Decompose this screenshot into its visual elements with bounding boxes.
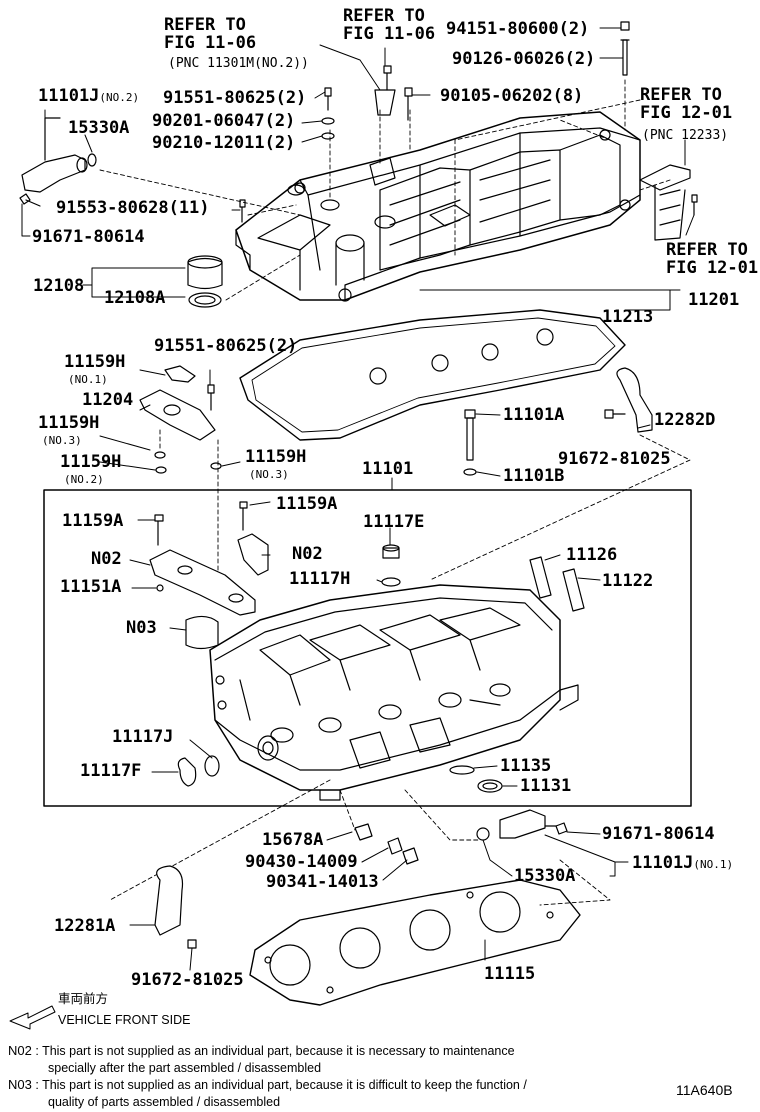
label-90126-06026: 90126-06026(2) [452, 49, 596, 69]
vehicle-front-label-en: VEHICLE FRONT SIDE [58, 1013, 191, 1027]
label-11204: 11204 [82, 390, 134, 410]
bolt-91672-top-drawing [604, 409, 626, 419]
label-pnc-11301m: (PNC 11301M(NO.2)) [168, 56, 309, 71]
label-11117f: 11117F [80, 761, 142, 781]
figure-id: 11A640B [676, 1082, 733, 1098]
bottom-parts-drawing [154, 809, 568, 949]
label-11101a: 11101A [503, 405, 565, 425]
label-11101j-no1: 11101J(NO.1) [632, 853, 734, 873]
label-90201-06047: 90201-06047(2) [152, 111, 296, 131]
label-n02-left: N02 [91, 549, 122, 569]
label-11122: 11122 [602, 571, 654, 591]
cylinder-head-gasket-drawing [249, 879, 581, 1006]
label-11135: 11135 [500, 756, 552, 776]
label-n03: N03 [126, 618, 157, 638]
label-11117e: 11117E [363, 512, 425, 532]
valve-parts-drawing [177, 544, 585, 793]
label-11201: 11201 [688, 290, 740, 310]
label-11151a: 11151A [60, 577, 122, 597]
label-15330a-bottom: 15330A [514, 866, 576, 886]
label-11101b: 11101B [503, 466, 565, 486]
cylinder-head-cover-drawing [235, 111, 641, 302]
n02-bearing-caps-drawing [149, 501, 269, 650]
bearing-cap-11204-drawing [139, 365, 222, 474]
bottom-leader-dashes [109, 779, 611, 906]
label-90210-12011: 90210-12011(2) [152, 133, 296, 153]
vehicle-front-arrow-icon [9, 1005, 56, 1030]
bracket-12282d-drawing [616, 367, 653, 433]
label-12282d: 12282D [654, 410, 716, 430]
note-n03: N03 : This part is not supplied as an in… [8, 1077, 527, 1109]
label-11101j-no2: 11101J(NO.2) [38, 86, 140, 106]
cylinder-head-drawing [209, 584, 579, 801]
label-12108a: 12108A [104, 288, 166, 308]
vehicle-front-label-jp: 車両前方 [58, 992, 109, 1006]
label-11213: 11213 [602, 307, 654, 327]
label-91551-80625-top: 91551-80625(2) [163, 88, 307, 108]
head-cover-gasket-drawing [239, 309, 626, 441]
label-12108: 12108 [33, 276, 85, 296]
label-11101: 11101 [362, 459, 414, 479]
label-91671-80614-top: 91671-80614 [32, 227, 145, 247]
cylinder-head-assembly-frame [43, 489, 692, 807]
label-pnc-12233: (PNC 12233) [642, 128, 729, 143]
label-91671-80614-bottom: 91671-80614 [602, 824, 715, 844]
note-n02: N02 : This part is not supplied as an in… [8, 1043, 515, 1075]
label-90105-06202: 90105-06202(8) [440, 86, 584, 106]
label-11117j: 11117J [112, 727, 174, 747]
label-11159h-no1: 11159H(NO.1) [64, 352, 126, 386]
label-11159a-right: 11159A [276, 494, 338, 514]
label-91553-80628: 91553-80628(11) [56, 198, 210, 218]
head-bolt-drawing [463, 409, 477, 476]
label-15330a-top: 15330A [68, 118, 130, 138]
label-90341-14013: 90341-14013 [266, 872, 379, 892]
label-11159a-left: 11159A [62, 511, 124, 531]
label-11115: 11115 [484, 964, 536, 984]
top-small-parts [19, 21, 698, 308]
label-12281a: 12281A [54, 916, 116, 936]
label-11117h: 11117H [289, 569, 351, 589]
label-11159h-no3-right: 11159H(NO.3) [245, 447, 307, 481]
label-91672-81025-top: 91672-81025 [558, 449, 671, 469]
label-94151-80600: 94151-80600(2) [446, 19, 590, 39]
label-91551-80625-mid: 91551-80625(2) [154, 336, 298, 356]
label-11159h-no3-left: 11159H(NO.3) [38, 413, 100, 447]
label-90430-14009: 90430-14009 [245, 852, 358, 872]
label-11159h-no2: 11159H(NO.2) [60, 452, 122, 486]
label-leader-lines [21, 27, 695, 971]
label-15678a: 15678A [262, 830, 324, 850]
label-11131: 11131 [520, 776, 572, 796]
label-11126: 11126 [566, 545, 618, 565]
label-91672-81025-bottom: 91672-81025 [131, 970, 244, 990]
label-n02-right: N02 [292, 544, 323, 564]
